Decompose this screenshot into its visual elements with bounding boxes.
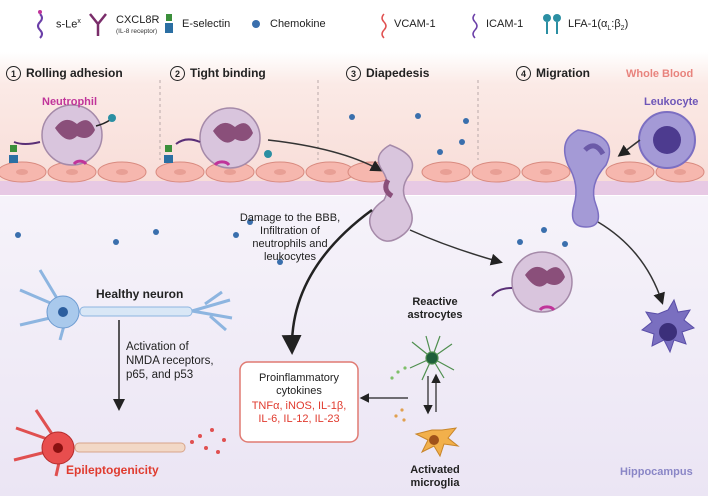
legend-vcam-1: VCAM-1 <box>394 18 436 30</box>
neutrophil-tight-binding <box>175 107 272 169</box>
leukocyte-transmigrating <box>563 129 611 228</box>
epileptic-neuron-drawing <box>13 409 226 477</box>
healthy-neuron-drawing <box>19 269 233 341</box>
e-selectin-molecules <box>9 145 173 163</box>
region-whole-blood: Whole Blood <box>626 68 694 80</box>
leukocyte-label: Leukocyte <box>644 96 699 108</box>
neutrophil-rolling <box>13 104 116 166</box>
cytokine-box <box>239 361 359 443</box>
legend-e-selectin: E-selectin <box>182 18 231 30</box>
healthy-neuron-label: Healthy neuron <box>96 287 184 301</box>
legend-icam-1: ICAM-1 <box>486 18 524 30</box>
region-hippocampus: Hippocampus <box>620 466 693 478</box>
chemokine-dots <box>15 113 568 265</box>
legend-cxcl8r-sub: (IL-8 receptor) <box>116 28 158 35</box>
neutrophil-diapedesis <box>369 144 414 242</box>
astrocyte-drawing <box>409 335 455 381</box>
legend-icons <box>37 10 561 39</box>
endothelium-layer <box>0 161 708 195</box>
epileptogenicity-label: Epileptogenicity <box>66 463 159 477</box>
legend-lfa-1: LFA-1(αL:β2) <box>568 18 629 33</box>
leukocyte-cell <box>638 111 696 169</box>
leukocyte-migrated <box>640 298 696 354</box>
neutrophil-label: Neutrophil <box>42 96 97 108</box>
legend-sle-x: s-Lex <box>56 18 81 31</box>
microglia-drawing <box>414 427 460 458</box>
legend-chemokine: Chemokine <box>270 18 326 30</box>
legend-cxcl8r: CXCL8R <box>116 14 160 26</box>
neutrophil-migrated <box>491 251 573 313</box>
